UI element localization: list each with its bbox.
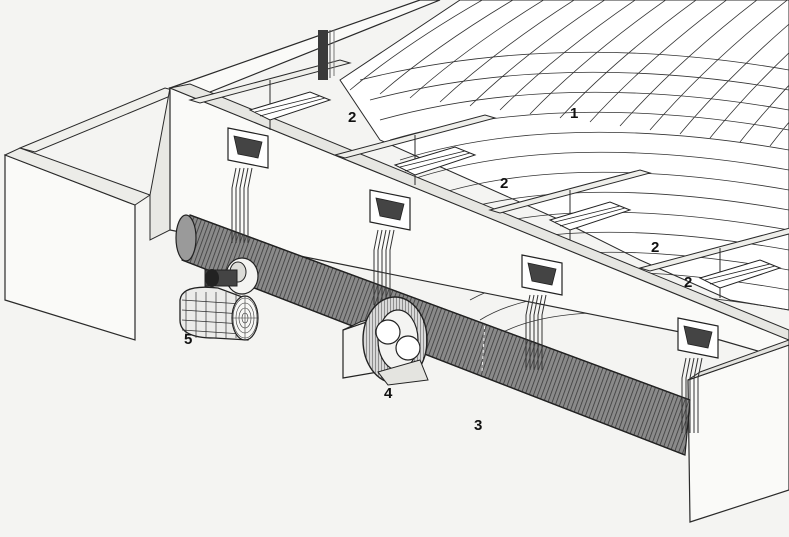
louver-opening: [527, 262, 557, 286]
grain-grid-line: [589, 0, 728, 123]
riser-duct-line: [389, 229, 395, 305]
centrifugal-fan: [342, 296, 429, 386]
grain-grid-line: [359, 51, 789, 81]
grain-grid-line: [379, 91, 789, 121]
riser-duct-line: [235, 167, 241, 243]
riser-duct-line: [381, 229, 387, 305]
grain-grid-line: [469, 0, 606, 107]
grain-grid-line: [739, 84, 789, 143]
air-channel-line: [704, 263, 771, 281]
riser-duct-line: [529, 294, 535, 370]
grain-grid-line: [769, 121, 789, 147]
grain-grid-line: [619, 0, 758, 127]
motor-rib: [181, 329, 243, 335]
air-channel-line: [399, 150, 466, 168]
grain-grid-line: [679, 23, 789, 135]
riser-duct-line: [689, 357, 695, 433]
air-channel-line: [404, 152, 471, 172]
riser-duct-line: [231, 167, 237, 243]
louver-opening: [233, 135, 263, 159]
front-wall-top-edge: [168, 83, 789, 341]
grain-grid-line: [349, 0, 484, 91]
riser-duct-line: [533, 294, 539, 370]
air-channel-line: [559, 207, 626, 227]
riser-duct-line: [681, 357, 687, 433]
riser-duct-line: [525, 294, 531, 370]
air-channel-line: [709, 265, 776, 285]
riser-duct-line: [239, 167, 245, 243]
callout-main-duct: 3: [474, 417, 483, 434]
grain-grid-line: [439, 0, 575, 103]
riser-duct-line: [247, 167, 253, 243]
air-intake-risers: [227, 127, 719, 433]
air-channel-line: [259, 97, 326, 117]
riser-duct-line: [541, 294, 547, 370]
left-wall-inner: [149, 87, 171, 241]
grain-grid-line: [709, 52, 789, 139]
right-end-wall-top: [687, 339, 789, 381]
bin-partition-top: [638, 227, 789, 272]
riser-duct-line: [373, 229, 379, 305]
callout-motor: 5: [184, 331, 193, 348]
grain-grid-line: [409, 0, 545, 99]
louver-opening: [683, 325, 713, 349]
grain-grid-line: [409, 151, 789, 181]
riser-duct-line: [693, 357, 699, 433]
riser-duct-line: [377, 229, 383, 305]
callout-bin-1: 2: [348, 109, 357, 126]
riser-duct-line: [697, 357, 703, 433]
duct-end-cap: [175, 214, 197, 262]
fan-motor-unit: [179, 257, 259, 341]
riser-duct-line: [685, 357, 691, 433]
callout-grain-pile: 1: [570, 105, 579, 122]
riser-duct-line: [243, 167, 249, 243]
callout-fan: 4: [384, 385, 393, 402]
callout-bin-4: 2: [684, 274, 693, 291]
riser-duct-line: [537, 294, 543, 370]
riser-duct-line: [385, 229, 391, 305]
grain-grid-line: [559, 0, 697, 119]
grain-grid-line: [419, 171, 789, 201]
grain-grid-line: [399, 131, 789, 161]
bin-compartments: [188, 59, 789, 298]
callout-bin-2: 2: [500, 175, 509, 192]
louver-opening: [375, 197, 405, 221]
back-corner-post: [318, 30, 328, 80]
grain-grid-line: [369, 71, 789, 101]
grain-grid-line: [379, 0, 514, 95]
air-channel-line: [254, 95, 321, 113]
callout-bin-3: 2: [651, 239, 660, 256]
air-channel-line: [554, 205, 621, 223]
left-return-wall: [18, 87, 182, 153]
motor-rib: [181, 299, 243, 305]
